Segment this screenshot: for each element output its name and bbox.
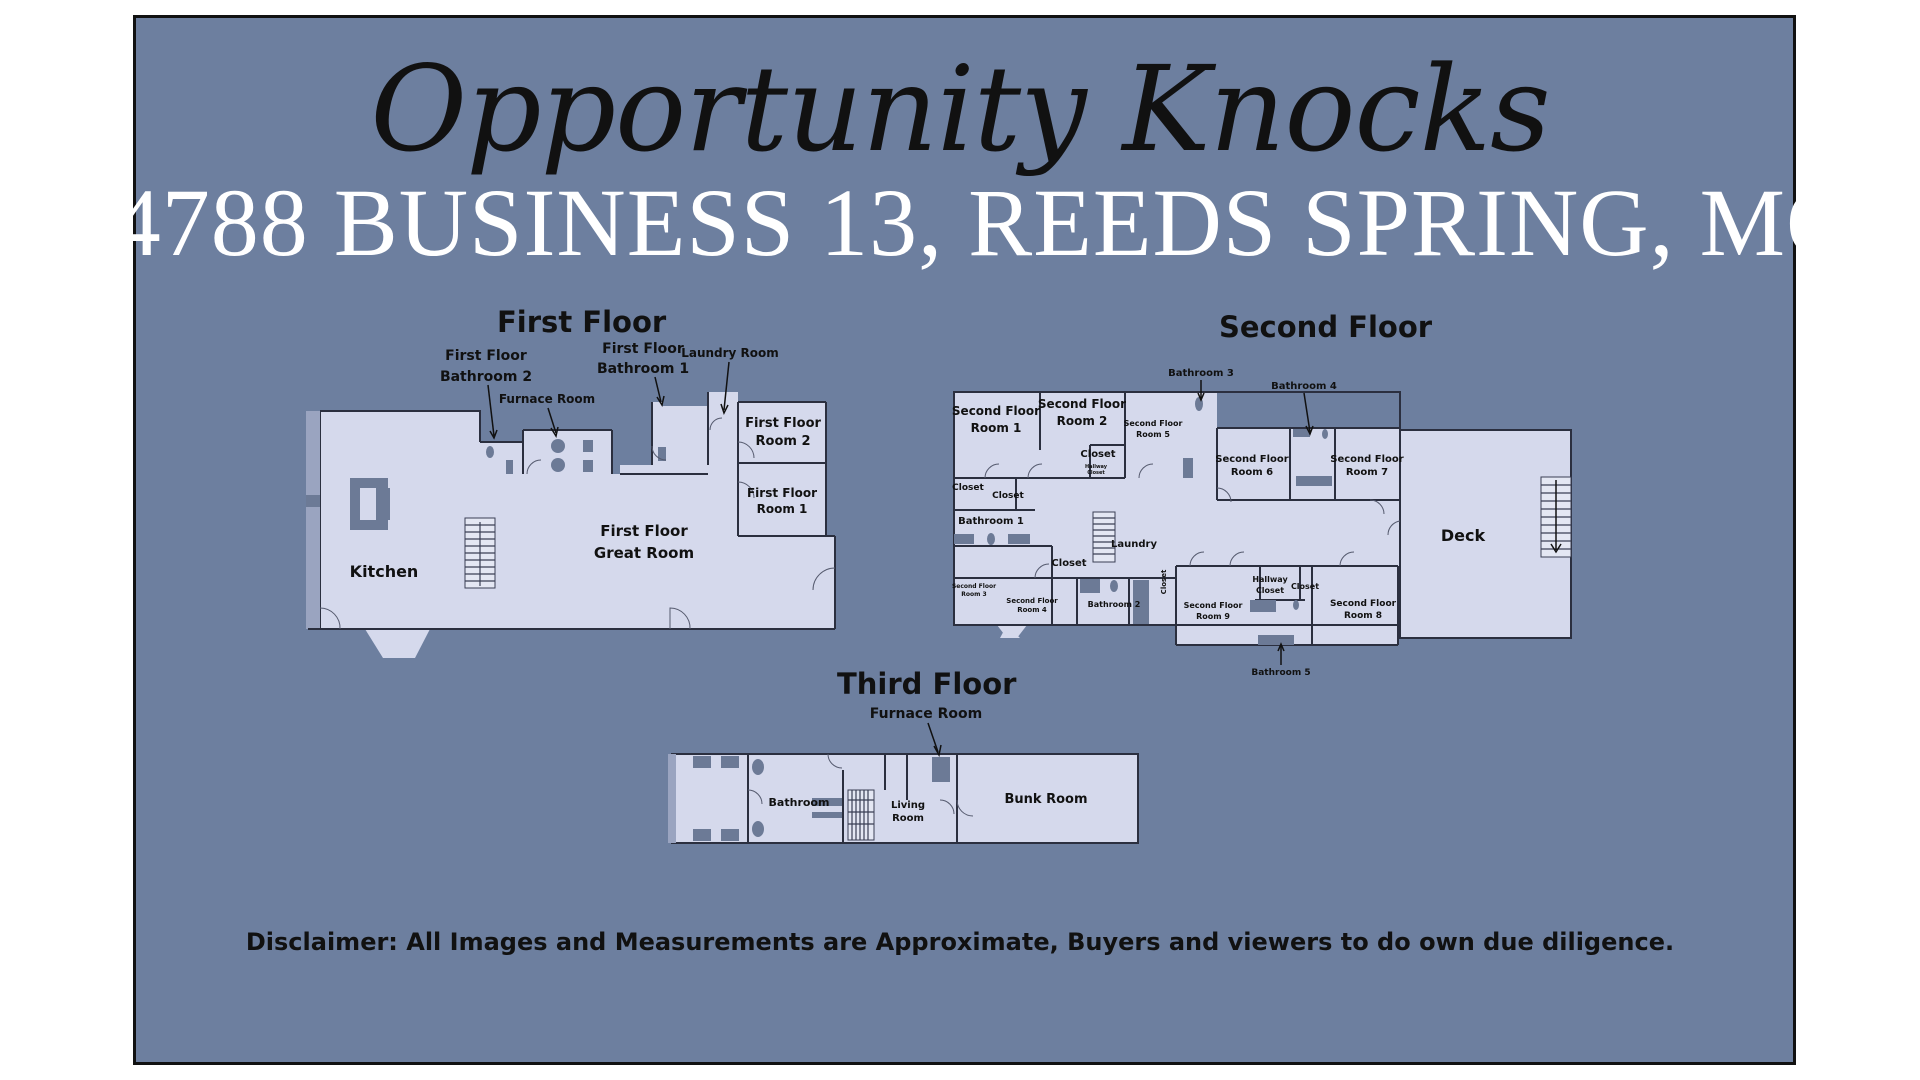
sf-room1-label-line2: Room 1 — [971, 421, 1022, 435]
ff-room2-label-line2: Room 2 — [756, 434, 811, 449]
ff-room1-label-line2: Room 1 — [757, 502, 808, 516]
ff-room1-label-line1: First Floor — [747, 486, 817, 500]
property-address: 14788 BUSINESS 13, REEDS SPRING, MO — [63, 169, 1857, 276]
first-floor-plan: First Floor Bathroom 2 Furnace Room Firs… — [306, 341, 836, 658]
ff-kitchen-label: Kitchen — [350, 562, 419, 581]
sf-deck-label: Deck — [1441, 526, 1486, 545]
second-floor-plan: Bathroom 3 Bathroom 4 Second Floor Room … — [952, 368, 1572, 678]
third-floor-outline — [672, 754, 1138, 843]
sf-bath3-label: Bathroom 3 — [1168, 368, 1234, 379]
ff-room2-label-line1: First Floor — [745, 416, 821, 431]
first-floor-title: First Floor — [497, 305, 667, 339]
second-floor-bay — [997, 625, 1027, 638]
disclaimer-text: Disclaimer: All Images and Measurements … — [245, 928, 1675, 956]
tf-bathroom-label: Bathroom — [769, 796, 830, 809]
script-title: Opportunity Knocks — [370, 40, 1550, 178]
first-floor-outline — [308, 392, 835, 629]
sf-room7-label-line1: Second Floor — [1330, 454, 1404, 465]
ff-great-room-label-line1: First Floor — [600, 522, 688, 540]
sf-room2-label-line2: Room 2 — [1057, 414, 1108, 428]
sf-closet-a-label: Closet — [1080, 449, 1115, 460]
tf-bunk-room-label: Bunk Room — [1004, 792, 1087, 807]
sf-closet-c-label: Closet — [992, 491, 1024, 501]
sf-room1-label-line1: Second Floor — [952, 404, 1040, 418]
ff-bath2-label-line2: Bathroom 2 — [440, 369, 532, 385]
sf-bath4-label: Bathroom 4 — [1271, 381, 1337, 392]
sf-room3-label-line1: Second Floor — [952, 583, 996, 590]
sf-hallway-closet-small-line1: Hallway — [1085, 464, 1108, 470]
ff-furnace-label: Furnace Room — [499, 392, 595, 406]
second-floor-stairs — [1092, 511, 1116, 563]
sf-hallway-closet-small-line2: Closet — [1087, 470, 1105, 476]
ff-bath1-label-line2: Bathroom 1 — [597, 361, 689, 377]
sf-room5-label-line2: Room 5 — [1136, 430, 1170, 439]
third-floor-stairs — [847, 789, 875, 841]
first-floor-stairs — [464, 517, 496, 589]
sf-hallway-closet-line1: Hallway — [1252, 575, 1288, 584]
sf-room2-label-line1: Second Floor — [1038, 397, 1126, 411]
third-floor-plan: Furnace Room Bathroom Living Room Bunk R… — [668, 706, 1139, 844]
sf-room8-label-line1: Second Floor — [1330, 599, 1397, 609]
ff-bath1-label-line1: First Floor — [602, 341, 684, 357]
sf-laundry-label: Laundry — [1111, 539, 1157, 550]
sf-room6-label-line1: Second Floor — [1215, 454, 1289, 465]
first-floor-bay-window — [365, 629, 430, 658]
sf-hallway-closet-line2: Closet — [1256, 586, 1284, 595]
sf-closet-b-label: Closet — [952, 483, 984, 493]
second-floor-outline — [954, 392, 1571, 645]
sf-bath2-label: Bathroom 2 — [1088, 600, 1141, 609]
tf-living-label-line1: Living — [891, 800, 925, 811]
ff-bath2-label-line1: First Floor — [445, 348, 527, 364]
sf-room6-label-line2: Room 6 — [1231, 467, 1273, 478]
sf-closet-e-label: Closet — [1291, 582, 1319, 591]
tf-living-label-line2: Room — [892, 813, 924, 824]
tf-furnace-label: Furnace Room — [870, 706, 982, 722]
ff-laundry-label: Laundry Room — [681, 346, 779, 360]
second-floor-title: Second Floor — [1219, 310, 1433, 344]
sf-room3-label-line2: Room 3 — [961, 591, 986, 598]
sf-room4-label-line1: Second Floor — [1006, 597, 1058, 605]
sf-bath1-label: Bathroom 1 — [958, 516, 1024, 527]
ff-great-room-label-line2: Great Room — [594, 544, 694, 562]
sf-room4-label-line2: Room 4 — [1017, 606, 1047, 614]
sf-room7-label-line2: Room 7 — [1346, 467, 1388, 478]
sf-room8-label-line2: Room 8 — [1344, 611, 1382, 621]
sf-room9-label-line2: Room 9 — [1196, 612, 1230, 621]
sf-closet-vertical-label: Closet — [1160, 569, 1168, 594]
third-floor-title: Third Floor — [837, 667, 1017, 701]
sf-closet-d-label: Closet — [1051, 558, 1086, 569]
sf-room5-label-line1: Second Floor — [1124, 419, 1183, 428]
sf-room9-label-line1: Second Floor — [1184, 601, 1243, 610]
sf-bath5-label: Bathroom 5 — [1251, 668, 1310, 678]
